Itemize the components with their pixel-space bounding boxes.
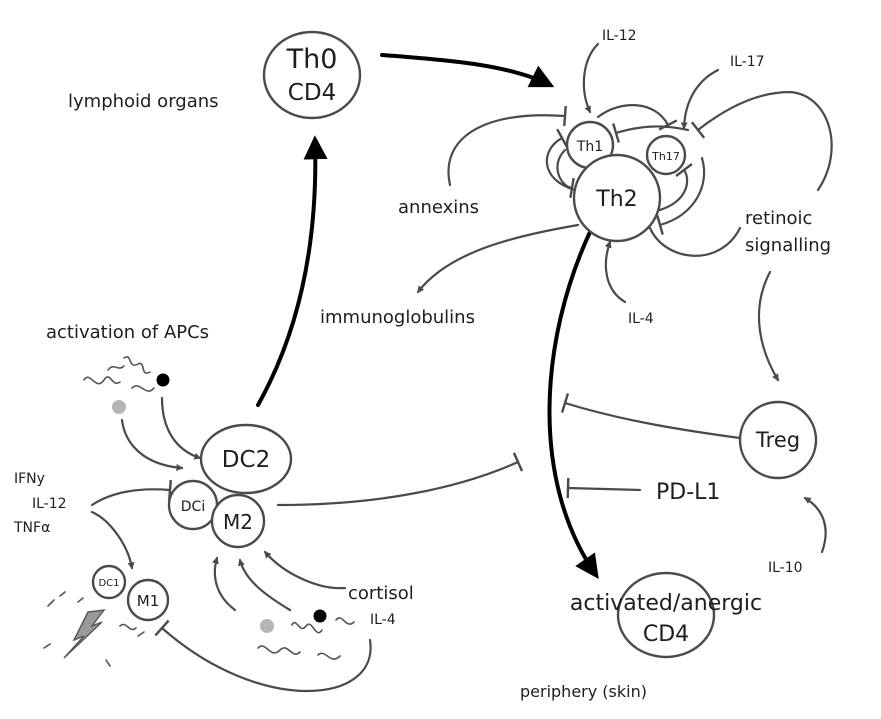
arrow-cytokines-to-m1 <box>90 510 135 570</box>
loop-retinoic-th2 <box>648 226 742 257</box>
dci-label: DCi <box>181 499 205 515</box>
arrow-retinoic-to-treg <box>757 270 780 382</box>
il10-label: IL-10 <box>768 560 803 576</box>
pathogen-squiggle-icon <box>83 355 170 414</box>
pathogen-squiggle-bottom-icon <box>257 609 355 660</box>
lymphoid-organs-label: lymphoid organs <box>68 91 219 112</box>
th2-label: Th2 <box>595 187 637 212</box>
arrow-il17-to-th17 <box>680 68 720 130</box>
periphery-label: periphery (skin) <box>520 682 647 701</box>
m2-label: M2 <box>223 510 253 534</box>
grey-dot-icon <box>112 400 126 414</box>
dc2-node: DC2 <box>199 423 293 495</box>
il12-top-label: IL-12 <box>602 28 637 44</box>
cd4-label: CD4 <box>288 80 336 106</box>
retinoic-label: retinoic <box>745 208 812 229</box>
inhibit-pdl1 <box>566 477 642 499</box>
arrow-pathogen-to-m2-b <box>237 558 292 612</box>
black-dot-bottom-icon <box>313 609 327 623</box>
th2-node: Th2 <box>572 153 662 243</box>
annexins-label: annexins <box>398 197 479 218</box>
th17-label: Th17 <box>651 150 680 163</box>
inhibit-retinoic-th17 <box>690 90 833 192</box>
inhibit-th2-to-th17 <box>658 163 693 212</box>
th0-label: Th0 <box>286 44 338 75</box>
inhibit-m2 <box>276 452 524 507</box>
dc1-label: DC1 <box>98 578 119 589</box>
il4-mid-label: IL-4 <box>628 311 654 327</box>
pdl1-label: PD-L1 <box>656 480 720 505</box>
dci-node: DCi <box>167 479 219 531</box>
lightning-bolt-icon <box>43 591 145 667</box>
m1-node: M1 <box>126 578 170 622</box>
inhibit-treg <box>560 393 742 440</box>
arrow-dc2-to-th0 <box>256 135 328 407</box>
signalling-label: signalling <box>745 235 831 256</box>
inhibit-th1-to-th17 <box>596 104 678 131</box>
m2-node: M2 <box>210 493 266 549</box>
black-dot-icon <box>156 373 170 387</box>
tnfa-label: TNFα <box>13 520 50 536</box>
arrow-th2-to-activated <box>547 230 599 579</box>
treg-node: Treg <box>738 400 818 480</box>
arrow-th2-to-immunoglobulins <box>416 223 580 294</box>
arrow-cortisol-to-m2 <box>263 550 347 590</box>
cortisol-label: cortisol <box>348 583 414 604</box>
th1-label: Th1 <box>576 139 603 155</box>
grey-dot-bottom-icon <box>260 619 274 633</box>
arrow-il4-to-th2 <box>604 240 627 304</box>
inhibit-th2-to-th1-left <box>545 128 577 192</box>
immunoglobulins-label: immunoglobulins <box>320 307 475 328</box>
inhibit-il4-to-m1 <box>154 619 372 693</box>
inhibit-annexins <box>447 105 567 187</box>
ifny-label: IFNy <box>14 471 45 487</box>
inhibit-cytokines-to-dci <box>90 479 172 507</box>
apc-activation-label: activation of APCs <box>46 322 209 343</box>
activated-cd4-label: CD4 <box>643 622 689 647</box>
dc1-node: DC1 <box>91 564 127 600</box>
arrow-pathogen-to-m2-a <box>212 556 237 612</box>
inhibit-th17-to-th1 <box>612 123 690 143</box>
arrow-il10-to-treg <box>803 496 827 554</box>
th0-node: Th0 CD4 <box>262 30 362 120</box>
th17-node: Th17 <box>645 134 687 176</box>
arrow-pathogen-to-dc2 <box>160 396 202 460</box>
arrow-th0-to-th-cluster <box>380 53 555 88</box>
arrow-il12-to-th1 <box>582 42 600 114</box>
dc2-label: DC2 <box>222 447 270 473</box>
labels: lymphoid organs IL-12 IL-17 annexins ret… <box>13 28 831 701</box>
il17-label: IL-17 <box>730 54 765 70</box>
arrow-pathogen-to-dci <box>120 418 184 472</box>
m1-label: M1 <box>137 592 160 610</box>
il12-left-label: IL-12 <box>32 496 67 512</box>
activated-cd4-node: activated/anergic CD4 <box>570 571 762 659</box>
il4-bottom-label: IL-4 <box>370 612 396 628</box>
inhibit-th1-to-th2-left <box>556 148 575 199</box>
activated-label: activated/anergic <box>570 591 762 616</box>
treg-label: Treg <box>755 428 800 452</box>
inhibit-th17-to-th2 <box>656 156 706 235</box>
edges <box>90 42 833 693</box>
